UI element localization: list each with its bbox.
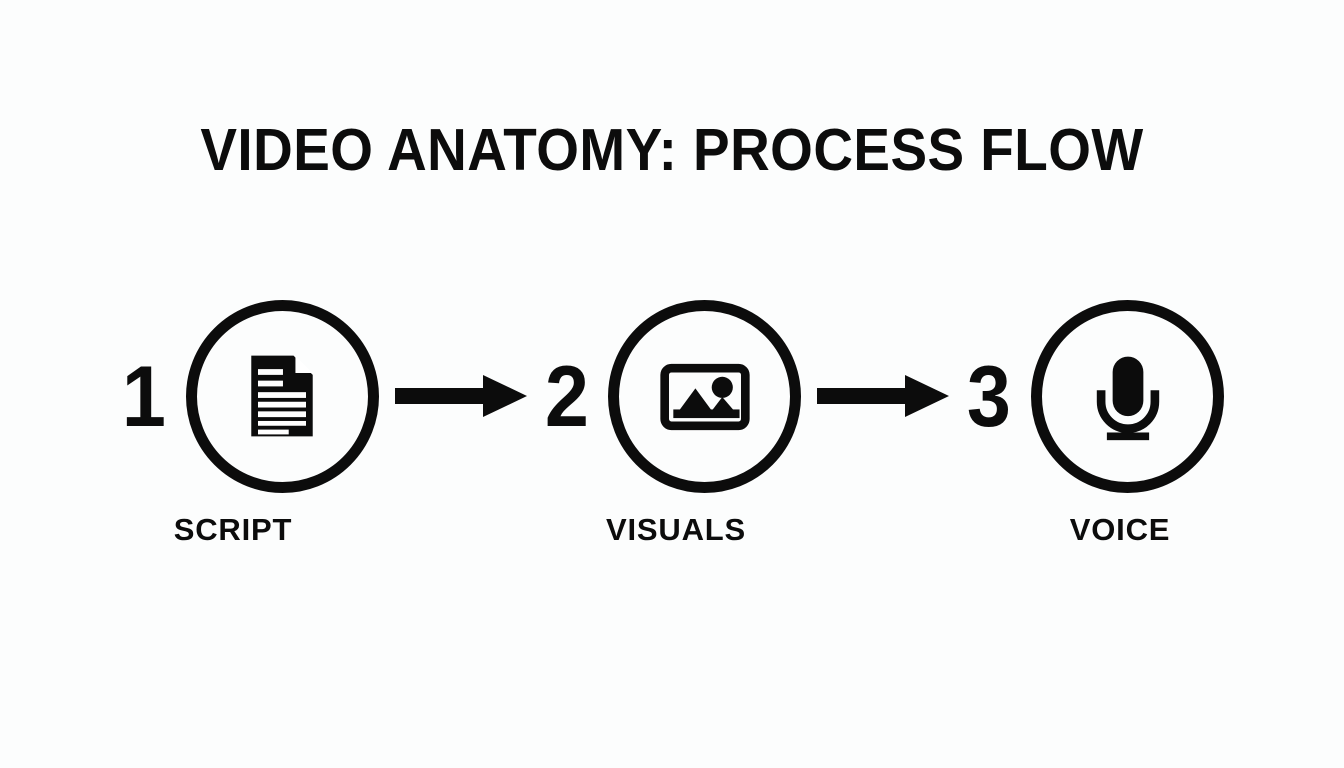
process-flow-row: 1 <box>0 291 1344 501</box>
step-number-2: 2 <box>544 349 589 445</box>
arrow-right-icon-2 <box>817 373 950 419</box>
image-icon <box>657 348 753 444</box>
step-label-voice: VOICE <box>1069 512 1171 547</box>
step-label-script: SCRIPT <box>173 512 293 547</box>
microphone-icon <box>1080 348 1176 444</box>
document-icon <box>234 348 330 444</box>
step-label-visuals: VISUALS <box>606 512 746 547</box>
step-circle-3[interactable] <box>1031 299 1225 493</box>
process-step-1[interactable]: 1 <box>120 296 379 496</box>
page-title: VIDEO ANATOMY: PROCESS FLOW <box>200 117 1144 183</box>
step-number-3: 3 <box>967 349 1012 445</box>
step-circle-1[interactable] <box>185 299 379 493</box>
process-step-2[interactable]: 2 <box>543 296 802 496</box>
step-circle-2[interactable] <box>608 299 802 493</box>
arrow-right-icon-1 <box>394 373 527 419</box>
process-step-3[interactable]: 3 <box>965 296 1225 496</box>
process-step-labels: SCRIPT VISUALS VOICE <box>0 512 1344 558</box>
step-number-1: 1 <box>121 349 166 445</box>
